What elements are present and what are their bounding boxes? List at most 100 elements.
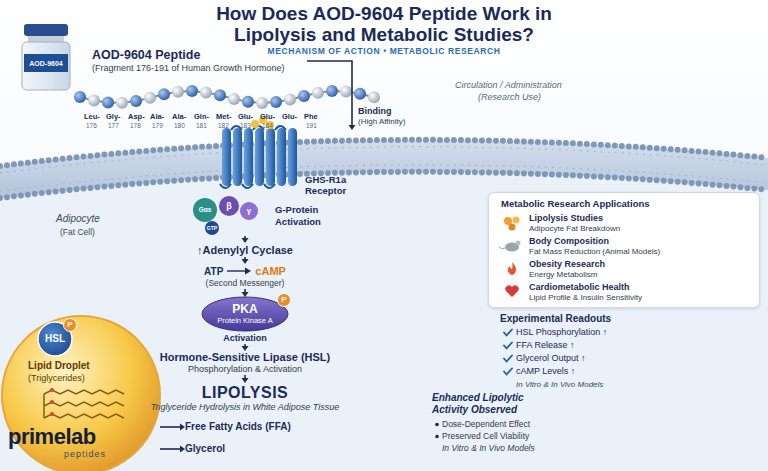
arrow-head bbox=[242, 346, 249, 351]
peptide-chain-part bbox=[368, 91, 380, 103]
node-text: PKA bbox=[232, 303, 257, 316]
droplet-shape bbox=[2, 316, 160, 471]
bullet-dots bbox=[435, 423, 439, 439]
peptide-chain-part bbox=[242, 96, 254, 108]
node-text: Fat Mass Reduction (Animal Models) bbox=[529, 247, 754, 257]
node-text: Obesity Research bbox=[529, 259, 754, 270]
receptor-helices-part bbox=[277, 128, 286, 186]
node-text: Phosphorylation & Activation bbox=[135, 364, 355, 375]
flow-arrow bbox=[160, 446, 185, 453]
peptide-chain-part bbox=[130, 95, 142, 107]
peptide-chain-part bbox=[256, 97, 268, 109]
finding-heading: Enhanced Lipolytic Activity Observed bbox=[432, 392, 550, 416]
residue-name: Met- bbox=[216, 112, 231, 121]
application-item: Cardiometabolic HealthLipid Profile & In… bbox=[529, 282, 754, 303]
g-protein-subunits-part bbox=[240, 202, 258, 220]
peptide-chain-part bbox=[214, 89, 226, 101]
triglyceride-structure-part bbox=[50, 412, 54, 416]
residue-number: 176 bbox=[86, 122, 97, 130]
arrow-head bbox=[242, 238, 249, 243]
node-text: Lipid Profile & Insulin Sensitivity bbox=[529, 293, 754, 303]
peptide-chain-part bbox=[298, 90, 310, 102]
receptor-helices-part bbox=[233, 128, 242, 186]
product-label: Glycerol bbox=[185, 443, 295, 455]
cell-membrane-part bbox=[0, 165, 768, 191]
reaction-arrow-head bbox=[245, 268, 251, 275]
peptide-vial bbox=[22, 24, 70, 90]
node-text: ATP bbox=[204, 266, 223, 277]
application-icons-part bbox=[509, 224, 516, 231]
phosphate-letter: P bbox=[279, 295, 289, 305]
peptide-chain-part bbox=[312, 87, 324, 99]
route-note: Circulation / Administration bbox=[455, 80, 562, 91]
bullet-dots-part bbox=[435, 423, 439, 427]
peptide-vial-part bbox=[22, 42, 70, 90]
binding-note: (High Affinity) bbox=[358, 117, 405, 127]
node-text: Free Fatty Acids (FFA) bbox=[185, 421, 335, 433]
peptide-chain-part bbox=[144, 92, 156, 104]
residue-name: Phe bbox=[304, 112, 318, 121]
brand-logo: primelab bbox=[8, 425, 96, 449]
residue-name: Glu- bbox=[282, 112, 297, 121]
flow-arrow bbox=[242, 289, 249, 297]
vial-label: AOD-9604 bbox=[24, 59, 68, 68]
route-note: (Research Use) bbox=[478, 92, 541, 103]
node-text: (Triglycerides) bbox=[28, 372, 160, 384]
receptor-helices-part bbox=[220, 126, 286, 188]
pathway-step: ↑Adenylyl Cyclase bbox=[180, 243, 310, 257]
node-text: cAMP bbox=[255, 265, 286, 277]
enzyme-badge: HSL bbox=[38, 322, 72, 356]
peptide-chain-part bbox=[200, 86, 212, 98]
peptide-chain bbox=[74, 85, 380, 109]
node-text: LIPOLYSIS bbox=[125, 383, 365, 402]
application-icons-part bbox=[513, 217, 520, 224]
phosphate-badges-part bbox=[64, 319, 77, 332]
node-text: Triglyceride Hydrolysis in White Adipose… bbox=[125, 402, 365, 413]
pathway-step: Hormone-Sensitive Lipase (HSL)Phosphoryl… bbox=[135, 351, 355, 375]
residue-name: Gln- bbox=[194, 112, 209, 121]
peptide-chain-part bbox=[270, 96, 282, 108]
phosphate-letter: P bbox=[65, 320, 75, 330]
node-text: (Fragment 176-191 of Human Growth Hormon… bbox=[92, 63, 307, 74]
peptide-chain-part bbox=[284, 94, 296, 106]
application-item: Body CompositionFat Mass Reduction (Anim… bbox=[529, 236, 754, 257]
residue-number: 181 bbox=[196, 122, 207, 130]
readout-checks-part bbox=[504, 369, 512, 375]
peptide-chain-part bbox=[102, 97, 114, 109]
node-text: (Second Messenger) bbox=[180, 278, 310, 289]
application-item: Obesity ResearchEnergy Metabolism bbox=[529, 259, 754, 280]
product-label: Free Fatty Acids (FFA) bbox=[185, 421, 335, 433]
readout-checks-part bbox=[504, 343, 512, 349]
flow-arrow bbox=[242, 257, 249, 264]
residue-name: Asp- bbox=[128, 112, 145, 121]
receptor-node: GHS-R1a Receptor bbox=[215, 130, 365, 196]
subunit-letter: γ bbox=[241, 206, 257, 216]
receptor-helices bbox=[220, 116, 297, 188]
cell-label: (Fat Cell) bbox=[60, 227, 95, 237]
node-text: Energy Metabolism bbox=[529, 270, 754, 280]
node-text: Hormone-Sensitive Lipase (HSL) bbox=[135, 351, 355, 364]
finding-item: Dose-Dependent Effect bbox=[442, 419, 530, 430]
node-text: Metabolic Research Applications bbox=[489, 193, 759, 210]
arrow-head bbox=[180, 424, 185, 431]
residue-number: 183 bbox=[240, 122, 251, 130]
flow-arrow bbox=[160, 424, 185, 431]
arrow-head bbox=[242, 292, 249, 297]
flow-arrow-line bbox=[160, 426, 181, 428]
phosphate-badges-part bbox=[278, 294, 291, 307]
applications-panel: Metabolic Research ApplicationsLipolysis… bbox=[488, 192, 760, 308]
g-protein-node: G-Protein Activation bbox=[180, 198, 350, 236]
readout-checks-part bbox=[504, 330, 512, 336]
g-protein-subunits-part bbox=[193, 198, 217, 222]
readout-item: HSL Phosphorylation ↑ bbox=[516, 327, 607, 338]
peptide-chain-part bbox=[354, 88, 366, 100]
residue-number: 191 bbox=[306, 122, 317, 130]
node-text: Glycerol bbox=[185, 443, 295, 455]
outcome-step: LIPOLYSISTriglyceride Hydrolysis in Whit… bbox=[125, 383, 365, 413]
readouts-heading: Experimental Readouts bbox=[500, 313, 611, 325]
receptor-helices-part bbox=[222, 128, 231, 186]
peptide-vial-part bbox=[28, 36, 64, 42]
arrow-head bbox=[180, 446, 185, 453]
readout-item: FFA Release ↑ bbox=[516, 340, 575, 351]
residue-number: 179 bbox=[152, 122, 163, 130]
